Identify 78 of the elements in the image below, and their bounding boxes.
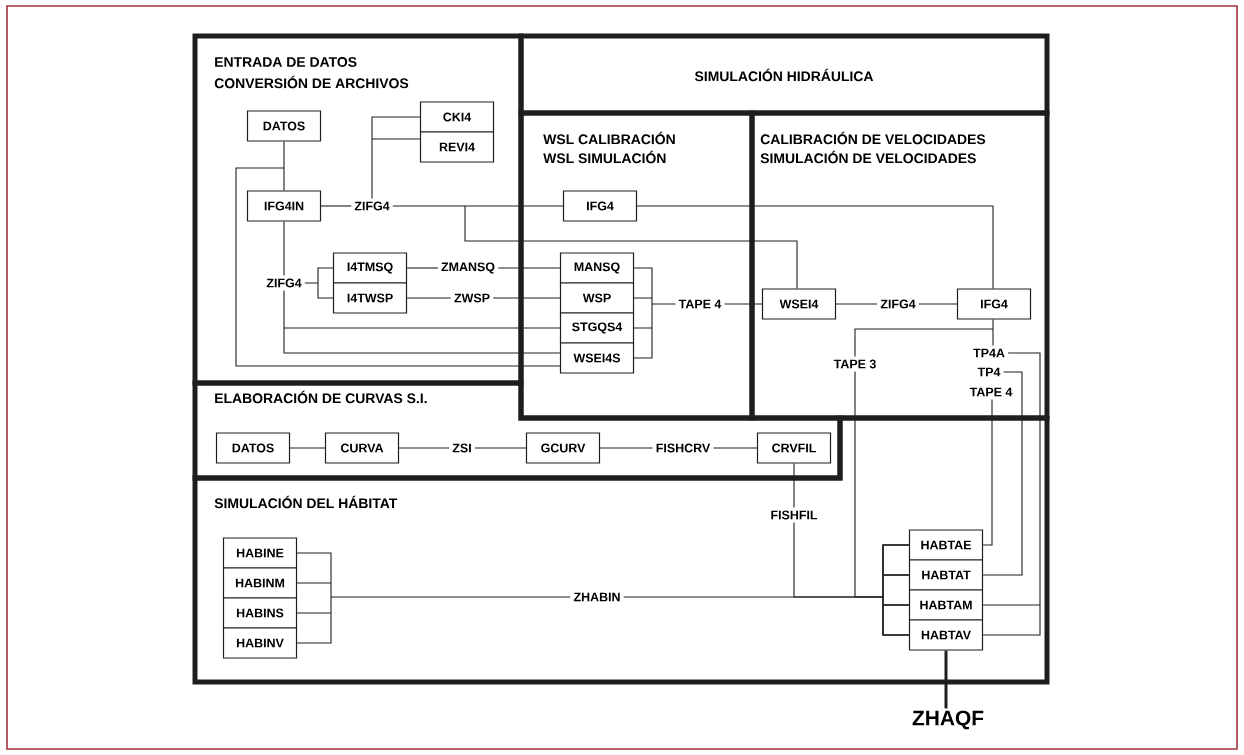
panel-title: SIMULACIÓN DEL HÁBITAT — [214, 495, 398, 509]
connector-line — [320, 205, 352, 207]
panel-title: SIMULACIÓN HIDRÁULICA — [694, 68, 874, 82]
connector-line — [406, 267, 439, 269]
connector-line — [289, 447, 326, 449]
program-box: HABINS — [222, 597, 298, 629]
program-box: IFG4 — [956, 288, 1032, 320]
file-label: TAPE 3 — [833, 359, 876, 369]
connector-line — [497, 267, 561, 269]
program-box: STGQS4 — [559, 312, 635, 344]
program-box: HABTAM — [908, 589, 984, 621]
panel-title: ENTRADA DE DATOS — [215, 57, 357, 67]
file-label: FISHCRV — [656, 443, 711, 453]
program-box: GCURV — [525, 432, 601, 464]
program-box: CURVA — [324, 432, 400, 464]
connector-line — [982, 371, 1023, 576]
connector-line — [392, 205, 798, 289]
panel-title: WSL SIMULACIÓN — [543, 150, 666, 164]
connector-line — [835, 303, 878, 305]
program-box: IFG4IN — [246, 190, 322, 222]
file-label: ZHAQF — [912, 710, 984, 730]
program-box: DATOS — [215, 432, 291, 464]
file-label: ZIFG4 — [880, 299, 916, 309]
program-box: HABTAV — [908, 619, 984, 651]
program-box: MANSQ — [559, 252, 635, 284]
connector-line — [982, 352, 1041, 636]
file-label: ZMANSQ — [441, 262, 495, 274]
connector-line — [944, 650, 948, 709]
program-box: WSEI4 — [761, 288, 837, 320]
connector-line — [406, 297, 452, 299]
connector-line — [283, 221, 285, 276]
file-label: TAPE 4 — [678, 299, 722, 309]
connector-line — [724, 303, 763, 305]
file-label: ZSI — [452, 443, 471, 453]
program-box: DATOS — [246, 110, 322, 142]
panel-title: ELABORACIÓN DE CURVAS S.I. — [215, 390, 427, 404]
connector-line — [283, 290, 561, 354]
connector-line — [304, 267, 334, 299]
program-box: CRVFIL — [756, 432, 832, 464]
connector-line — [296, 552, 571, 644]
program-box: I4TMSQ — [332, 252, 408, 284]
program-box: WSP — [559, 282, 635, 314]
program-box: HABINM — [222, 567, 298, 599]
panel-title: SIMULACIÓN DE VELOCIDADES — [760, 150, 976, 164]
file-label: ZIFG4 — [354, 201, 390, 211]
panel-title: CALIBRACIÓN DE VELOCIDADES — [760, 131, 986, 145]
connector-line — [636, 205, 994, 289]
connector-line — [982, 398, 993, 546]
program-box: I4TWSP — [332, 282, 408, 314]
panel-title: WSL CALIBRACIÓN — [543, 131, 675, 145]
connector-line — [623, 544, 910, 636]
file-label: TP4A — [973, 348, 1005, 358]
program-box: HABTAT — [908, 559, 984, 591]
program-box: HABINV — [222, 627, 298, 659]
program-box: HABINE — [222, 537, 298, 569]
file-label: FISHFIL — [771, 510, 818, 520]
file-label: ZHABIN — [573, 592, 620, 602]
connector-line — [712, 447, 758, 449]
program-box: IFG4 — [562, 190, 638, 222]
connector-line — [398, 447, 450, 449]
connector-line — [492, 297, 561, 299]
program-box: WSEI4S — [559, 342, 635, 374]
connector-line — [474, 447, 527, 449]
connector-line — [918, 303, 958, 305]
connector-line — [854, 319, 994, 357]
program-box: HABTAE — [908, 529, 984, 561]
connector-line — [235, 141, 561, 367]
connector-line — [633, 267, 676, 359]
file-label: ZIFG4 — [266, 278, 302, 288]
connector-line — [371, 116, 421, 199]
file-label: ZWSP — [454, 293, 490, 303]
connector-line — [793, 463, 795, 508]
program-box: REVI4 — [419, 131, 495, 163]
program-box: CKI4 — [419, 101, 495, 133]
file-label: TP4 — [977, 367, 1001, 377]
file-label: TAPE 4 — [969, 387, 1013, 397]
panel-title: CONVERSIÓN DE ARCHIVOS — [214, 75, 409, 89]
connector-line — [599, 447, 654, 449]
